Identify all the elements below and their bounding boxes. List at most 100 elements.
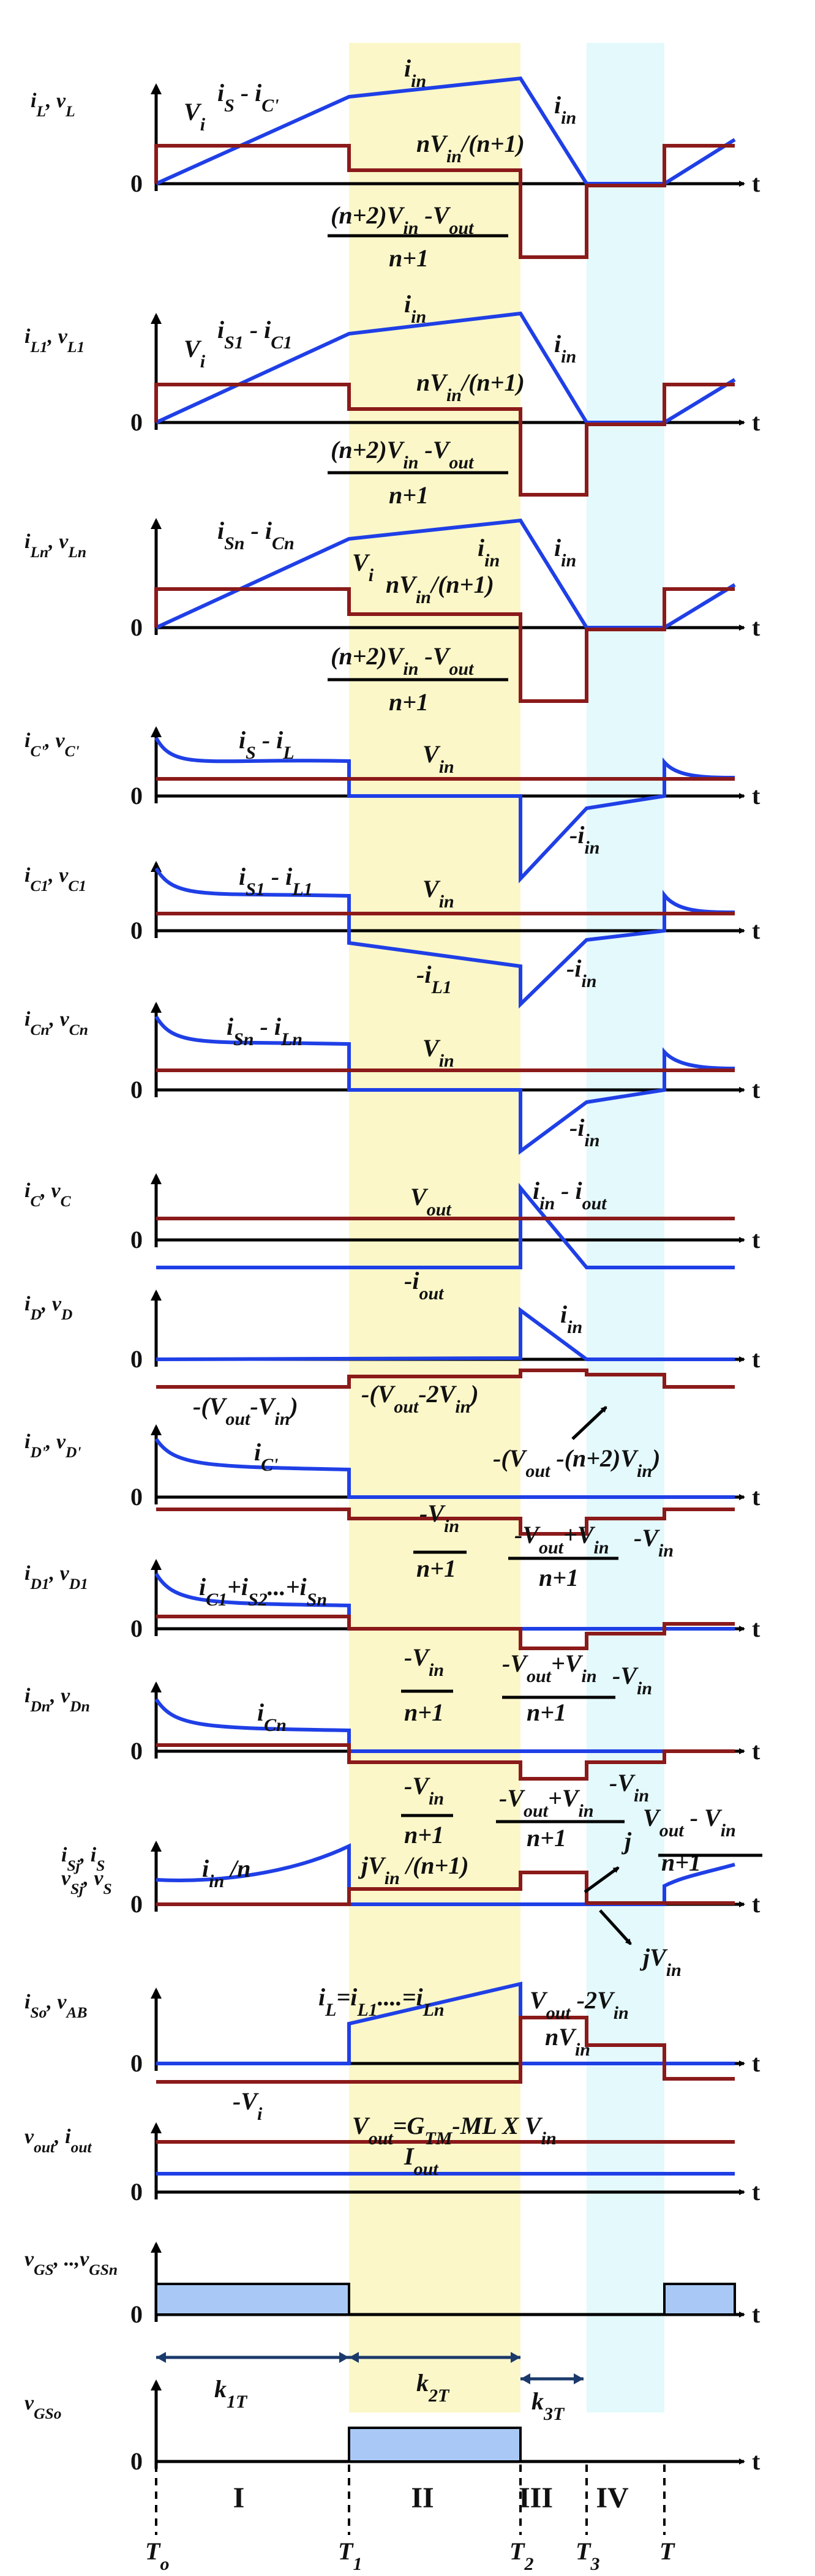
value-axis-arrowhead xyxy=(151,1424,162,1435)
value-axis-arrowhead xyxy=(151,1559,162,1570)
time-axis-label: t xyxy=(752,1483,761,1511)
diode-voltage xyxy=(156,1369,735,1389)
waveform-label: iS - iL xyxy=(239,726,295,763)
waveform-label: Iout xyxy=(404,2142,439,2179)
waveform-label: nVin xyxy=(545,2023,590,2060)
zero-label: 0 xyxy=(130,1226,143,1253)
ylabel: iDn, vDn xyxy=(24,1684,90,1715)
ylabel: vGS, ..,vGSn xyxy=(24,2248,118,2278)
duration-arrowhead xyxy=(339,2352,349,2363)
value-axis-arrowhead xyxy=(151,518,162,529)
value-axis-arrowhead xyxy=(151,1290,162,1301)
waveform-label: n+1 xyxy=(404,1821,444,1849)
zero-label: 0 xyxy=(130,170,143,197)
waveform-label: iS - iC' xyxy=(217,79,279,116)
switch-voltage xyxy=(156,1871,735,1906)
value-axis-arrowhead xyxy=(151,1841,162,1852)
gate-pulse-on xyxy=(663,2283,736,2316)
time-axis-label: t xyxy=(752,1345,761,1373)
waveform-label: -Vout+Vin xyxy=(514,1521,609,1558)
value-axis-arrowhead xyxy=(151,726,162,737)
pointer-arrow xyxy=(599,1909,632,1945)
duration-arrowhead xyxy=(520,2373,530,2384)
waveform-label: -(Vout-2Vin) xyxy=(361,1380,479,1417)
interval-IV-band xyxy=(587,43,664,2413)
waveform-label: Vout -2Vin xyxy=(530,1986,629,2023)
switch-current xyxy=(156,1981,735,2065)
waveform-label: iC' xyxy=(254,1438,278,1475)
waveform-label: (n+2)Vin -Vout xyxy=(331,642,475,679)
waveform-label: iC1+iS2...+iSn xyxy=(199,1573,327,1610)
waveform-label: iin /n xyxy=(202,1855,251,1891)
zero-label: 0 xyxy=(130,1483,143,1511)
waveform-label: nVin/(n+1) xyxy=(386,571,494,607)
value-axis-arrowhead xyxy=(151,1988,162,1999)
waveform-label: n+1 xyxy=(389,244,429,272)
value-axis-arrowhead xyxy=(151,2242,162,2253)
duration-arrowhead xyxy=(511,2352,520,2363)
waveform-label: Vi xyxy=(352,549,374,585)
zero-label: 0 xyxy=(130,2300,143,2328)
zero-label: 0 xyxy=(130,782,143,809)
waveform-label: iin - iout xyxy=(533,1177,607,1214)
waveform-label: iCn xyxy=(257,1699,287,1735)
ylabel-line1: iSj, iS xyxy=(61,1844,105,1874)
diode-current xyxy=(154,1572,735,1631)
waveform-label: iS1 - iL1 xyxy=(239,863,313,899)
waveform-label: -iin xyxy=(569,1114,599,1151)
gate-pulse-on xyxy=(155,2283,350,2316)
time-axis-label: t xyxy=(752,1890,761,1918)
time-axis-label: t xyxy=(752,408,761,436)
diode-voltage xyxy=(156,1743,735,1781)
duration-k1T: k1T xyxy=(214,2375,248,2412)
waveform-panel-15: t 0 vGS, ..,vGSn xyxy=(24,2242,761,2328)
duration-arrowhead xyxy=(574,2373,584,2384)
value-axis-arrowhead xyxy=(151,1173,162,1184)
waveform-label: Vi xyxy=(184,98,206,135)
diode-current xyxy=(156,1307,735,1361)
ylabel: iD, vD xyxy=(24,1293,72,1323)
waveform-label: Vin xyxy=(423,740,454,777)
time-mark-label: T1 xyxy=(338,2537,362,2574)
waveform-label: n+1 xyxy=(527,1699,566,1726)
switch-current xyxy=(156,1843,735,1906)
time-mark-label: T xyxy=(659,2537,675,2565)
inductor-current xyxy=(155,311,736,424)
duration-k3T: k3T xyxy=(531,2387,565,2424)
zero-label: 0 xyxy=(130,614,143,641)
diode-voltage xyxy=(156,1508,735,1536)
time-axis-label: t xyxy=(752,2447,761,2475)
time-axis-label: t xyxy=(752,170,761,197)
waveform-label: iL=iL1....=iLn xyxy=(318,1983,445,2020)
inductor-current xyxy=(155,76,736,186)
gate-pulse-on xyxy=(348,2427,522,2463)
ylabel: iL, vL xyxy=(31,89,75,120)
zero-label: 0 xyxy=(130,2447,143,2475)
waveform-label: -Vin xyxy=(404,1643,444,1680)
time-axis-label: t xyxy=(752,917,761,944)
time-axis-label: t xyxy=(752,1226,761,1253)
diode-current xyxy=(154,1698,735,1753)
pointer-arrow xyxy=(584,1866,620,1894)
capacitor-current xyxy=(156,1182,735,1269)
ylabel: iD', vD' xyxy=(24,1430,81,1461)
time-axis-label: t xyxy=(752,614,761,641)
time-axis-label: t xyxy=(752,2300,761,2328)
waveform-label: -Vin xyxy=(609,1769,649,1806)
zero-label: 0 xyxy=(130,408,143,436)
waveform-label: -iL1 xyxy=(416,961,452,997)
zero-label: 0 xyxy=(130,1890,143,1918)
duration-arrowhead xyxy=(156,2352,166,2363)
interval-II-band xyxy=(349,43,520,2413)
value-axis-arrowhead xyxy=(151,313,162,324)
inductor-voltage xyxy=(154,383,735,497)
waveform-label: iin xyxy=(478,534,500,571)
inductor-voltage xyxy=(154,587,735,703)
